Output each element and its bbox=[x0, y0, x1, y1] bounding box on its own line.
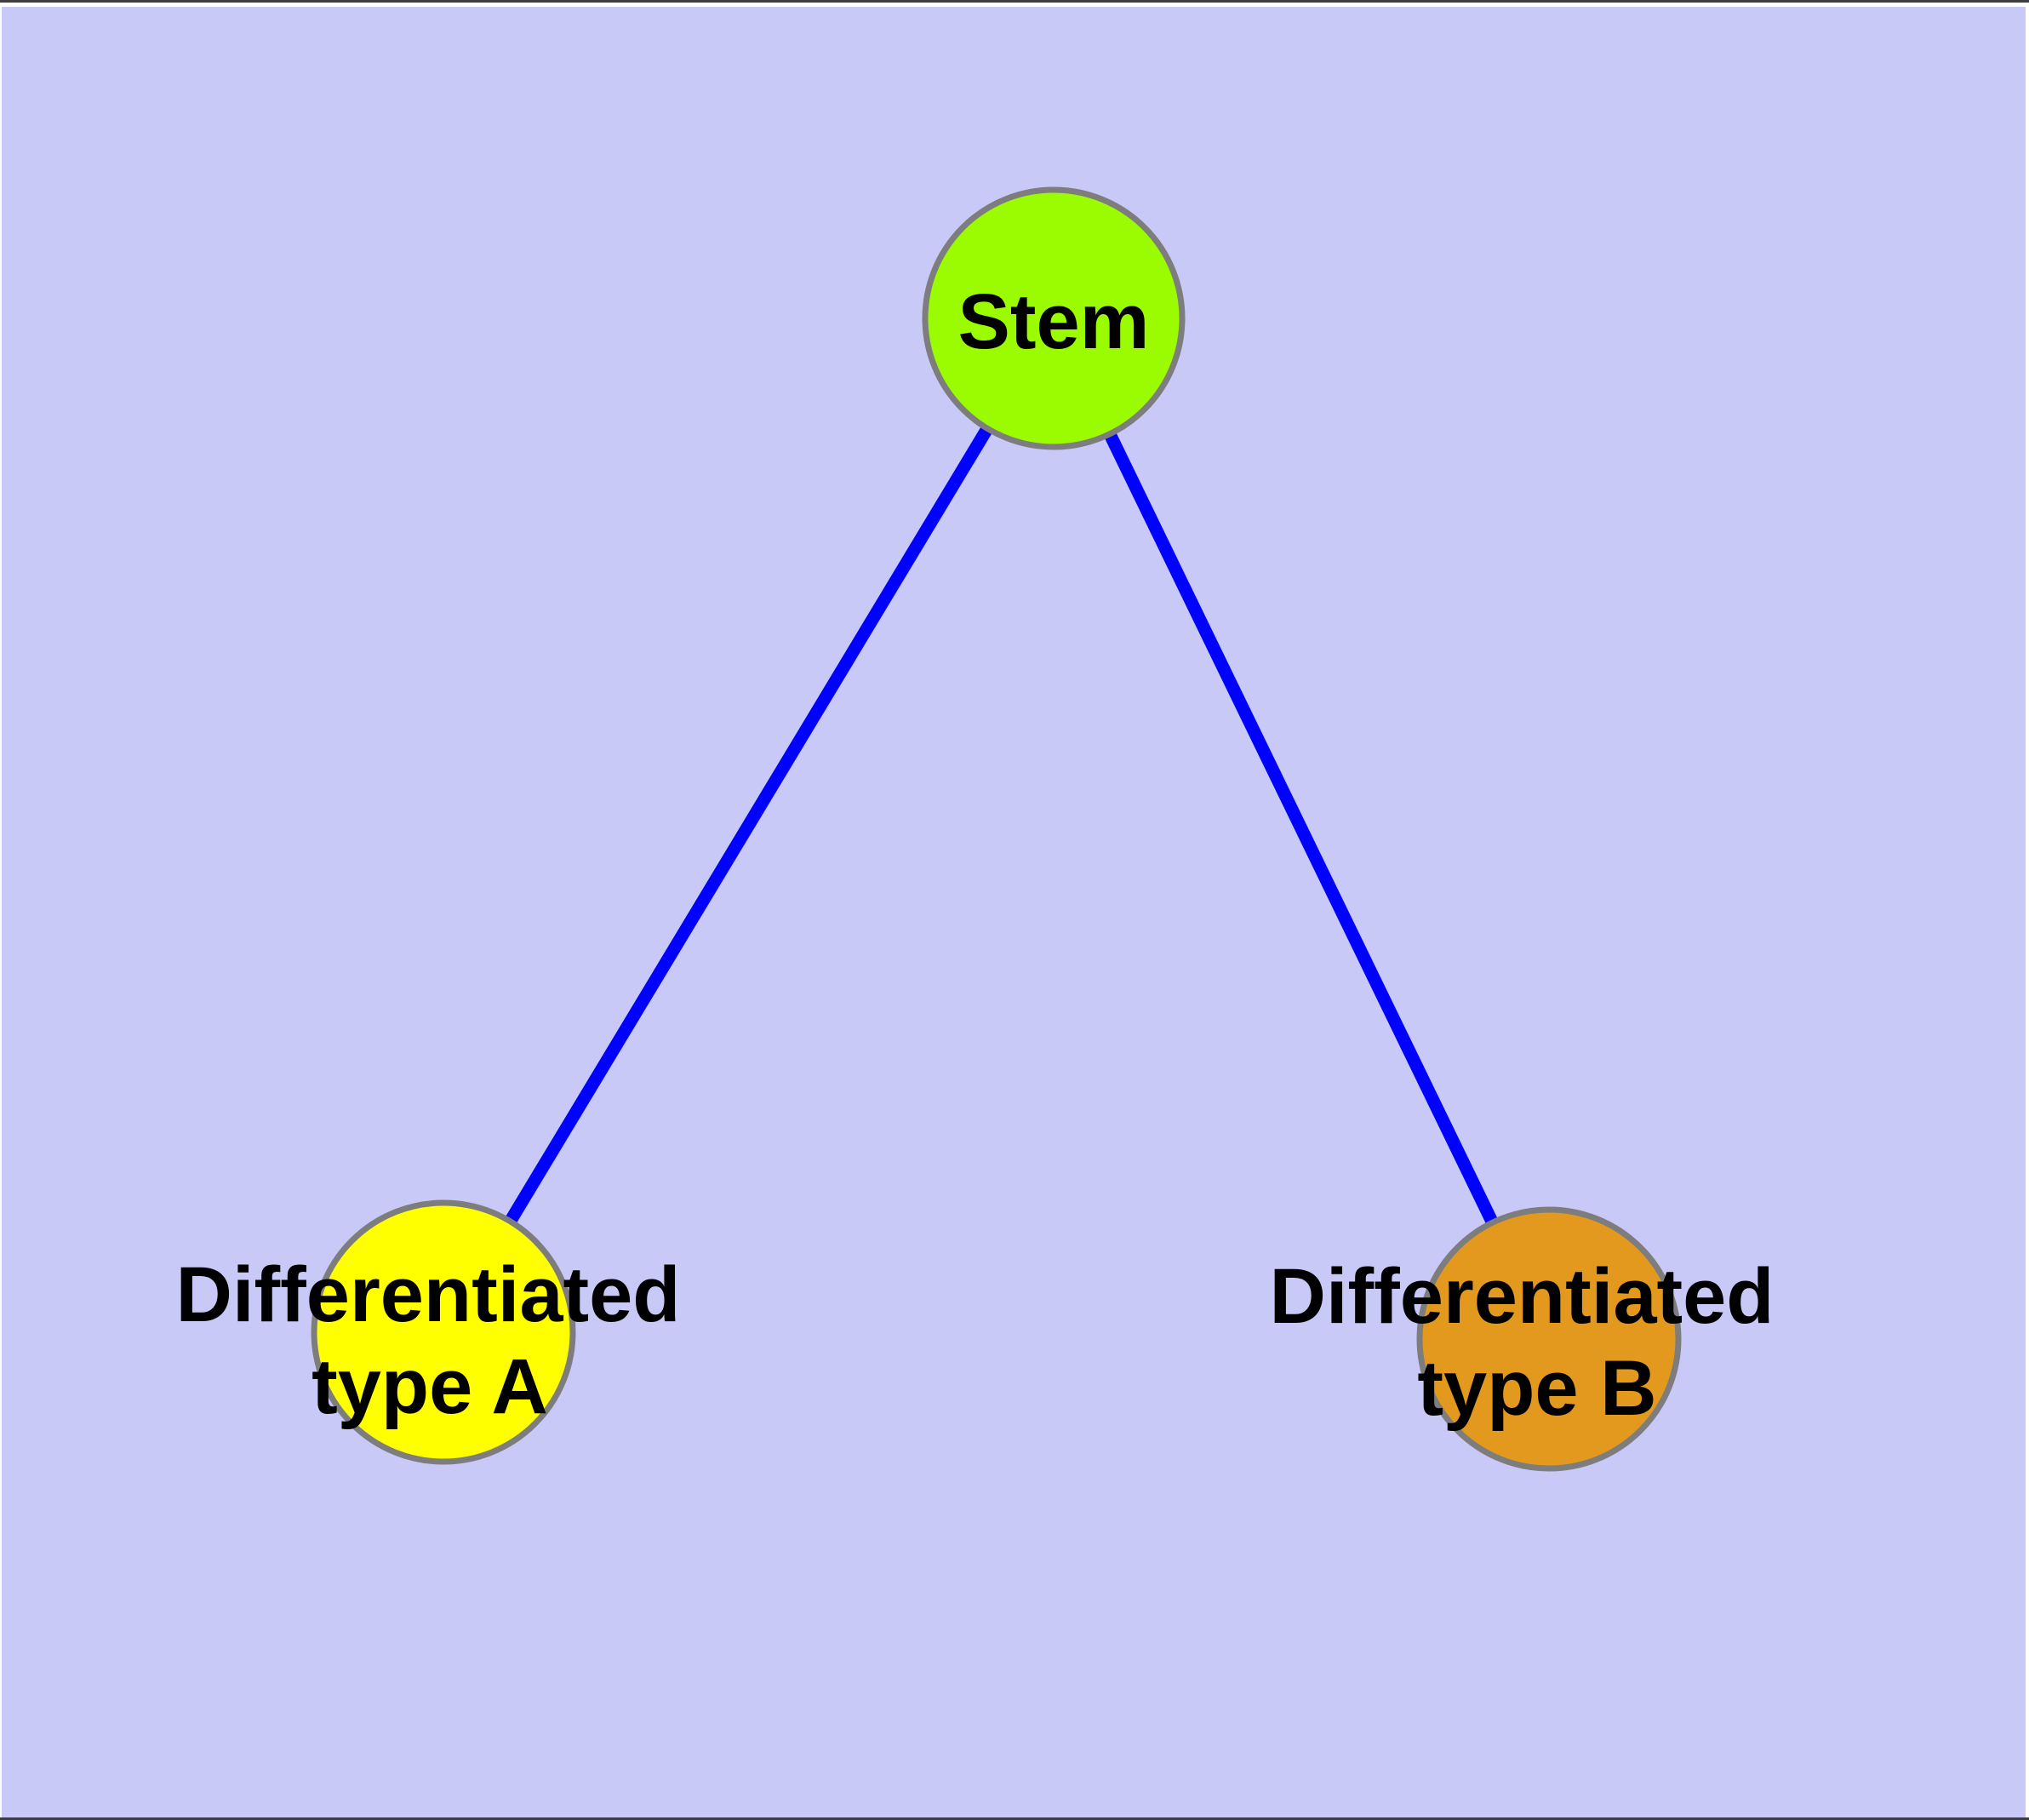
edge-stem-to-type-a bbox=[437, 315, 1060, 1336]
node-type-b-label-line1: Differentiated bbox=[1270, 1253, 1775, 1340]
node-differentiated-type-b bbox=[1416, 1206, 1682, 1472]
node-stem-label: Stem bbox=[958, 278, 1150, 365]
node-stem bbox=[922, 186, 1186, 450]
node-differentiated-type-a bbox=[311, 1199, 576, 1465]
node-type-b-label-line2: type B bbox=[1417, 1345, 1656, 1432]
node-type-a-label-line2: type A bbox=[311, 1343, 548, 1430]
bottom-frame-line bbox=[0, 1817, 2029, 1820]
node-type-a-label-line1: Differentiated bbox=[176, 1251, 681, 1338]
edge-stem-to-type-b bbox=[1048, 315, 1555, 1342]
top-frame-line bbox=[0, 0, 2029, 3]
